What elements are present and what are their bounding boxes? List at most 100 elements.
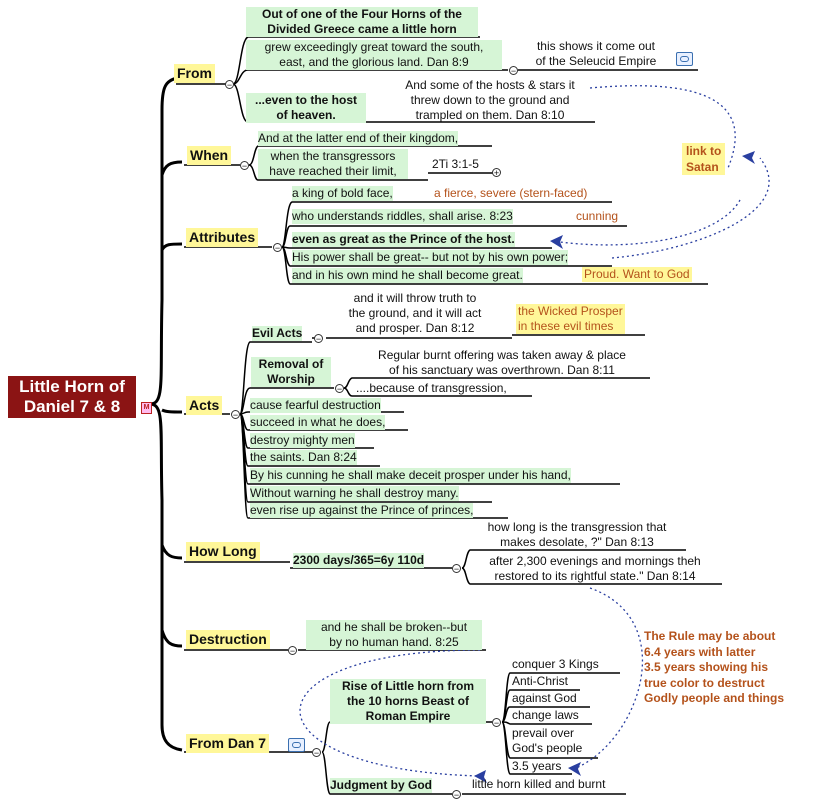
attr-power[interactable]: His power shall be great-- but not by hi… (292, 250, 569, 265)
from-origin-line1: Out of one of the Four Horns of the (262, 7, 462, 21)
from-seleucid-node[interactable]: this shows it come out of the Seleucid E… (526, 39, 666, 69)
from-origin-line2: Divided Greece came a little horn (267, 22, 457, 36)
expand-toggle-icon[interactable]: + (492, 168, 501, 178)
branch-when[interactable]: When (187, 146, 232, 165)
attachment-icon[interactable] (676, 52, 693, 66)
acts-item[interactable]: Without warning he shall destroy many. (250, 486, 459, 501)
from-host-line1: ...even to the host (254, 93, 357, 107)
attr-prince[interactable]: even as great as the Prince of the host. (292, 232, 515, 247)
howlong-answer-line2: restored to its rightful state." Dan 8:1… (494, 569, 696, 583)
branch-destruction[interactable]: Destruction (186, 630, 270, 649)
acts-burnt-node[interactable]: Regular burnt offering was taken away & … (354, 348, 650, 378)
dan7-item[interactable]: God's people (512, 741, 583, 755)
attr-bold-face[interactable]: a king of bold face, (292, 186, 393, 201)
attr-cunning[interactable]: cunning (576, 209, 619, 223)
acts-item[interactable]: destroy mighty men (250, 433, 355, 448)
root-topic[interactable]: Little Horn of Daniel 7 & 8 (8, 376, 136, 418)
from-stars-line1: And some of the hosts & stars it (405, 78, 575, 92)
root-topic-line1: Little Horn of (19, 377, 125, 396)
acts-truth-node[interactable]: and it will throw truth to the ground, a… (330, 291, 500, 336)
destruction-broken-line2: by no human hand. 8:25 (329, 635, 459, 649)
from-seleucid-line2: of the Seleucid Empire (535, 54, 657, 68)
destruction-broken[interactable]: and he shall be broken--but by no human … (306, 620, 482, 650)
when-transgressors-line2: have reached their limit, (269, 164, 397, 178)
dan7-rise-node[interactable]: Rise of Little horn from the 10 horns Be… (330, 679, 486, 724)
note-satan-line1: link to (686, 144, 722, 158)
acts-item[interactable]: cause fearful destruction (250, 398, 381, 413)
marker-icon: M (141, 402, 152, 414)
branch-from-dan7[interactable]: From Dan 7 (186, 734, 270, 753)
dan7-judgment[interactable]: Judgment by God (330, 778, 432, 793)
acts-wicked-line2: in these evil times (518, 319, 614, 333)
from-growth-line1: grew exceedingly great toward the south, (264, 40, 484, 54)
branch-from[interactable]: From (174, 64, 215, 83)
branch-acts[interactable]: Acts (186, 396, 223, 415)
howlong-question-line1: how long is the transgression that (487, 520, 667, 534)
collapse-toggle-icon[interactable]: − (452, 564, 461, 574)
when-end-node[interactable]: And at the latter end of their kingdom, (258, 131, 459, 146)
dan7-rise-line3: Roman Empire (365, 709, 451, 723)
acts-item[interactable]: succeed in what he does, (250, 415, 386, 430)
dan7-item[interactable]: 3.5 years (512, 759, 562, 773)
acts-removal-line2: Worship (267, 372, 315, 386)
dan7-item[interactable]: conquer 3 Kings (512, 657, 599, 671)
from-growth-line2: east, and the glorious land. Dan 8:9 (279, 55, 469, 69)
dan7-rise-line2: the 10 horns Beast of (346, 694, 470, 708)
collapse-toggle-icon[interactable]: − (225, 80, 234, 90)
collapse-toggle-icon[interactable]: − (240, 161, 249, 171)
collapse-toggle-icon[interactable]: − (452, 790, 461, 800)
note-rule[interactable]: The Rule may be about 6.4 years with lat… (644, 629, 784, 707)
dan7-item[interactable]: change laws (512, 708, 579, 722)
when-transgressors-line1: when the transgressors (270, 149, 396, 163)
howlong-days[interactable]: 2300 days/365=6y 110d (293, 553, 425, 568)
acts-burnt-line1: Regular burnt offering was taken away & … (378, 348, 626, 362)
attachment-icon[interactable] (288, 738, 305, 752)
acts-item[interactable]: even rise up against the Prince of princ… (250, 503, 474, 518)
from-stars-line2: threw down to the ground and (410, 93, 570, 107)
howlong-answer-line1: after 2,300 evenings and mornings theh (489, 554, 701, 568)
acts-wicked-node[interactable]: the Wicked Prosper in these evil times (516, 304, 625, 334)
attr-proud[interactable]: Proud. Want to God (582, 267, 692, 282)
acts-item[interactable]: By his cunning he shall make deceit pros… (250, 468, 571, 483)
note-rule-line4: true color to destruct (644, 675, 765, 690)
acts-removal-line1: Removal of (258, 357, 324, 371)
howlong-answer[interactable]: after 2,300 evenings and mornings theh r… (470, 554, 720, 584)
when-transgressors-node[interactable]: when the transgressors have reached thei… (258, 149, 408, 179)
from-growth-node[interactable]: grew exceedingly great toward the south,… (246, 40, 502, 70)
from-origin-node[interactable]: Out of one of the Four Horns of the Divi… (246, 7, 478, 37)
acts-truth-line1: and it will throw truth to (353, 291, 477, 305)
note-rule-line3: 3.5 years showing his (644, 660, 769, 674)
branch-attributes[interactable]: Attributes (186, 228, 259, 247)
from-stars-node[interactable]: And some of the hosts & stars it threw d… (390, 78, 590, 123)
collapse-toggle-icon[interactable]: − (288, 646, 297, 656)
collapse-toggle-icon[interactable]: − (273, 243, 282, 253)
collapse-toggle-icon[interactable]: − (335, 384, 344, 394)
acts-item[interactable]: the saints. Dan 8:24 (250, 450, 357, 465)
dan7-killed[interactable]: little horn killed and burnt (472, 777, 606, 791)
collapse-toggle-icon[interactable]: − (231, 410, 240, 420)
from-seleucid-line1: this shows it come out (536, 39, 656, 53)
from-host-line2: of heaven. (276, 108, 336, 122)
attr-mind[interactable]: and in his own mind he shall become grea… (292, 268, 523, 283)
dan7-item[interactable]: Anti-Christ (512, 674, 569, 688)
root-topic-line2: Daniel 7 & 8 (23, 397, 121, 416)
collapse-toggle-icon[interactable]: − (312, 748, 321, 758)
acts-wicked-line1: the Wicked Prosper (518, 304, 623, 318)
dan7-item[interactable]: prevail over (512, 726, 575, 740)
attr-fierce[interactable]: a fierce, severe (stern-faced) (434, 186, 588, 200)
collapse-toggle-icon[interactable]: − (314, 334, 323, 344)
note-link-to-satan[interactable]: link to Satan (682, 143, 726, 175)
dan7-item[interactable]: against God (512, 691, 577, 705)
when-ref-node[interactable]: 2Ti 3:1-5 (432, 157, 479, 171)
howlong-question[interactable]: how long is the transgression that makes… (470, 520, 684, 550)
collapse-toggle-icon[interactable]: − (492, 718, 501, 728)
attr-riddles[interactable]: who understands riddles, shall arise. 8:… (292, 209, 513, 224)
collapse-toggle-icon[interactable]: − (509, 66, 518, 76)
acts-removal-node[interactable]: Removal of Worship (251, 357, 331, 387)
note-rule-line2: 6.4 years with latter (644, 644, 756, 659)
acts-because-node[interactable]: ....because of transgression, (356, 381, 507, 395)
branch-how-long[interactable]: How Long (186, 542, 260, 561)
from-host-node[interactable]: ...even to the host of heaven. (246, 93, 366, 123)
acts-truth-line2: the ground, and it will act (348, 306, 482, 320)
acts-evil-acts[interactable]: Evil Acts (252, 326, 303, 341)
